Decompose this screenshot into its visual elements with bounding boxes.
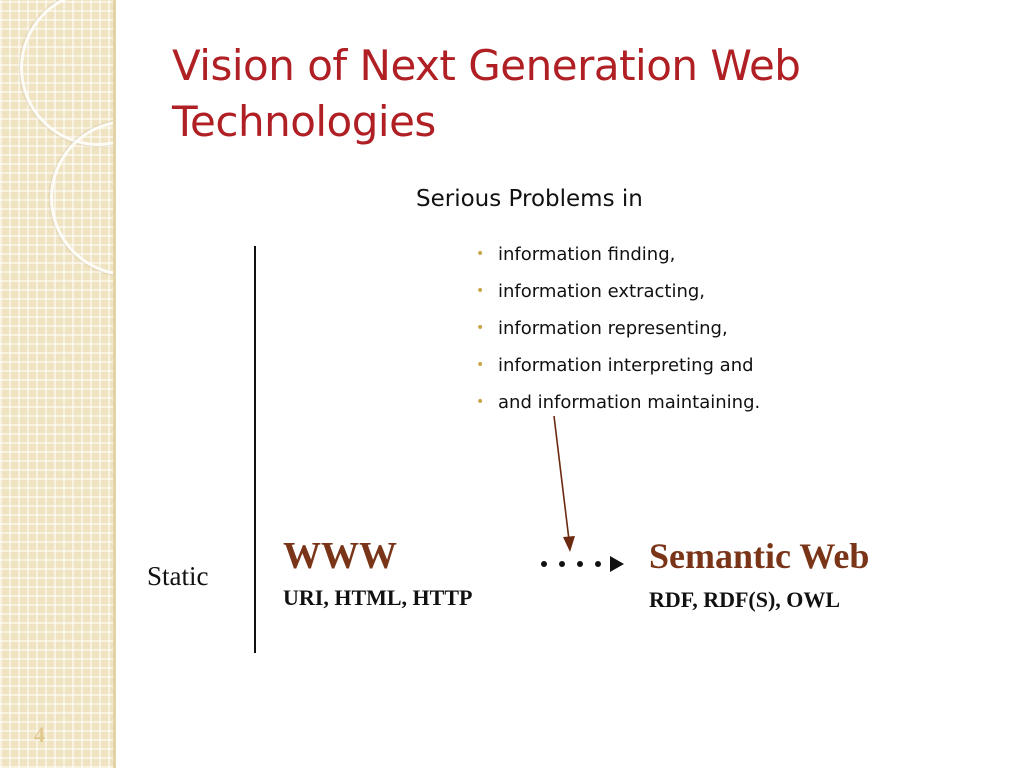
www-heading: WWW bbox=[283, 535, 397, 577]
static-label: Static bbox=[147, 561, 209, 591]
dotted-arrow-icon bbox=[541, 556, 624, 572]
list-item: • information interpreting and bbox=[476, 347, 760, 384]
list-item-text: information extracting, bbox=[498, 281, 706, 302]
sidebar-edge bbox=[113, 0, 116, 768]
www-technologies: URI, HTML, HTTP bbox=[283, 585, 473, 610]
list-item-text: information representing, bbox=[498, 318, 728, 339]
problems-heading: Serious Problems in bbox=[416, 186, 643, 212]
bullet-icon: • bbox=[476, 283, 485, 299]
list-item: • and information maintaining. bbox=[476, 384, 760, 421]
list-item: • information representing, bbox=[476, 310, 760, 347]
bullet-icon: • bbox=[476, 320, 485, 336]
problems-list: • information finding, • information extra… bbox=[476, 236, 760, 421]
decorative-ring bbox=[20, 0, 113, 146]
bullet-icon: • bbox=[476, 357, 485, 373]
title-line-1: Vision of Next Generation Web bbox=[172, 41, 801, 90]
pointer-arrow-icon bbox=[553, 415, 575, 552]
list-item-text: information finding, bbox=[498, 244, 676, 265]
slide-title: Vision of Next Generation Web Technologi… bbox=[172, 38, 972, 150]
semantic-web-technologies: RDF, RDF(S), OWL bbox=[649, 587, 841, 612]
bullet-icon: • bbox=[476, 394, 485, 410]
timeline-line bbox=[254, 246, 256, 653]
decorative-ring bbox=[50, 120, 113, 276]
slide-number: 4 bbox=[34, 722, 45, 747]
bullet-icon: • bbox=[476, 246, 485, 262]
decorative-sidebar bbox=[0, 0, 113, 768]
list-item-text: and information maintaining. bbox=[498, 392, 761, 413]
list-item: • information extracting, bbox=[476, 273, 760, 310]
list-item: • information finding, bbox=[476, 236, 760, 273]
semantic-web-heading: Semantic Web bbox=[649, 536, 870, 576]
list-item-text: information interpreting and bbox=[498, 355, 754, 376]
title-line-2: Technologies bbox=[172, 97, 436, 146]
